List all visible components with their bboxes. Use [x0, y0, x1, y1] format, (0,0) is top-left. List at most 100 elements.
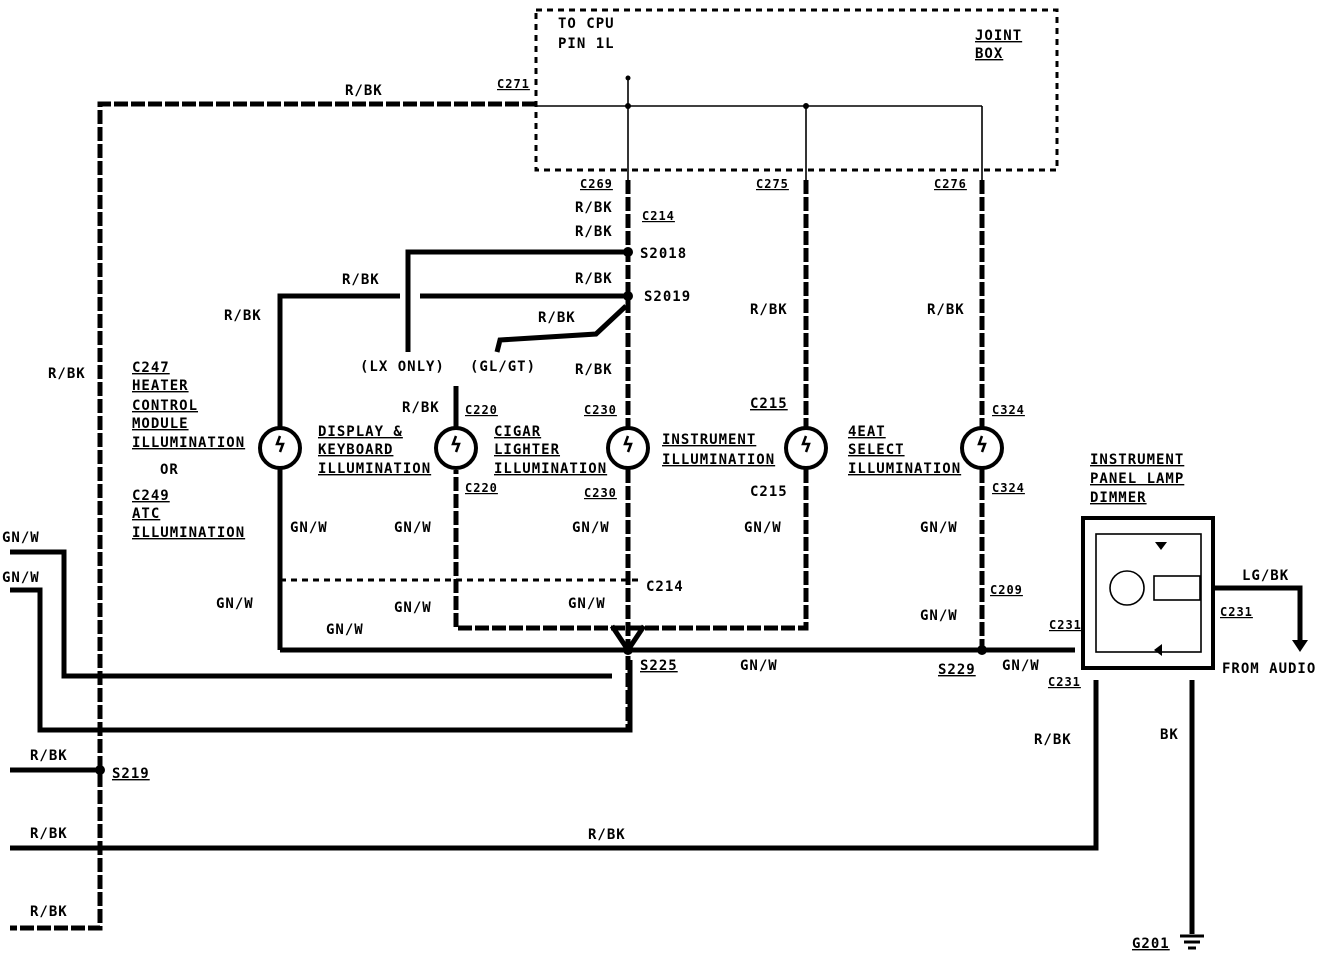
wire-label-gnw-12: GN/W [1002, 658, 1040, 674]
cpu-note-line2: PIN 1L [558, 36, 615, 52]
rbk-dimmer-feed [10, 680, 1099, 851]
display-label-1: DISPLAY & [318, 424, 403, 440]
connector-c231-a: C231 [1049, 618, 1082, 632]
select-label-3: ILLUMINATION [848, 461, 961, 477]
heater-label-2: HEATER [132, 378, 189, 394]
wire-label-gnw-8: GN/W [568, 596, 606, 612]
instrument-label-1: INSTRUMENT [662, 432, 756, 448]
connector-c230-bot: C230 [584, 486, 617, 500]
heater-label-4: MODULE [132, 416, 189, 432]
atc-label-3: ILLUMINATION [132, 525, 245, 541]
wire-label-rbk-upper: R/BK [342, 272, 380, 288]
cigar-label-2: LIGHTER [494, 442, 560, 458]
wire-label-lgbk: LG/BK [1242, 568, 1289, 584]
wire-label-rbk-c214: R/BK [575, 200, 613, 216]
bulb-icon [258, 426, 302, 470]
connector-c230-top: C230 [584, 403, 617, 417]
wire-label-bk: BK [1160, 727, 1179, 743]
lamp-select [960, 426, 1004, 470]
display-label-3: ILLUMINATION [318, 461, 431, 477]
atc-label-1: C249 [132, 488, 170, 504]
option-gl-gt: (GL/GT) [470, 359, 536, 375]
diode-bottom-icon [1154, 644, 1162, 656]
atc-label-2: ATC [132, 506, 160, 522]
dimmer-title-2: PANEL LAMP [1090, 471, 1184, 487]
cpu-note-line1: TO CPU [558, 16, 615, 32]
splice-s2019: S2019 [644, 289, 691, 305]
wire-label-gnw-left-1: GN/W [2, 530, 40, 546]
filament-icon [451, 435, 461, 453]
connector-c220-bot: C220 [465, 481, 498, 495]
heater-label-5: ILLUMINATION [132, 435, 245, 451]
splice-s229: S229 [938, 662, 976, 678]
wire-label-rbk-s2019: R/BK [575, 271, 613, 287]
wire-label-gnw-4: GN/W [744, 520, 782, 536]
wire-label-gnw-9: GN/W [326, 622, 364, 638]
center-column-feed: C269 R/BK C214 R/BK S2018 R/BK S2019 R/B… [575, 177, 691, 732]
splice-s225: S225 [640, 658, 678, 674]
bus-node-1 [625, 103, 631, 109]
wire-label-gnw-10: GN/W [920, 608, 958, 624]
joint-box: TO CPU PIN 1L JOINT BOX [534, 8, 1059, 180]
wire-label-gnw-6: GN/W [216, 596, 254, 612]
dimmer-title-3: DIMMER [1090, 490, 1147, 506]
bulb-icon [784, 426, 828, 470]
ground-g201: G201 [1132, 934, 1204, 952]
connector-c214-top: C214 [642, 209, 675, 223]
lgbk-audio-wire [1236, 585, 1303, 644]
splice-s219: S219 [112, 766, 150, 782]
connector-c231-c: C231 [1220, 605, 1253, 619]
connector-c271: C271 [497, 77, 530, 91]
lamp-or-label: OR [160, 462, 179, 478]
arrow-down-icon [1292, 640, 1308, 652]
diode-icon [1155, 542, 1167, 550]
lamp-labels: C247 HEATER CONTROL MODULE ILLUMINATION … [132, 360, 1025, 541]
splice-s225-dot [623, 645, 633, 655]
rbk-left-feeds: S219 R/BK R/BK R/BK R/BK R/BK [10, 680, 1099, 920]
heater-label-3: CONTROL [132, 398, 198, 414]
branch-lx-only [405, 249, 628, 352]
filament-icon [275, 435, 285, 453]
bulb-icon [960, 426, 1004, 470]
branch-gl-gt [494, 304, 628, 353]
wire-label-gnw-3: GN/W [572, 520, 610, 536]
instrument-label-2: ILLUMINATION [662, 452, 775, 468]
from-audio-label: FROM AUDIO [1222, 661, 1316, 677]
wire-label-gnw-2: GN/W [394, 520, 432, 536]
connector-c324-top: C324 [992, 403, 1025, 417]
bulb-icon [434, 426, 478, 470]
select-label-1: 4EAT [848, 424, 886, 440]
option-lx-only: (LX ONLY) [360, 359, 445, 375]
wire-label-rbk-s2018: R/BK [575, 224, 613, 240]
lamp-display [434, 426, 478, 470]
wire-label-rbk-s219: R/BK [30, 748, 68, 764]
branch-heater [277, 293, 400, 430]
rbk-left-trunk [10, 101, 536, 931]
wire-label-gnw-7: GN/W [394, 600, 432, 616]
gnw-ground-side: C214 S225 S229 C209 GN/W GN/W GN/W GN/W … [2, 520, 1075, 733]
connector-c209: C209 [990, 583, 1023, 597]
rheostat-icon [1109, 570, 1145, 606]
connector-c269: C269 [580, 177, 613, 191]
wire-label-rbk-dimmer: R/BK [1034, 732, 1072, 748]
gnw-left-lower [10, 587, 633, 733]
wire-label-rbk-cigar: R/BK [575, 362, 613, 378]
connector-c324-bot: C324 [992, 481, 1025, 495]
wire-label-rbk-display: R/BK [402, 400, 440, 416]
rbk-main-feed: C271 R/BK R/BK [10, 77, 536, 931]
heater-label-1: C247 [132, 360, 170, 376]
rbk-c275-column [453, 180, 809, 631]
filament-icon [801, 435, 811, 453]
lamp-heater [258, 426, 302, 650]
c276-feed: C276 R/BK [927, 177, 985, 650]
bulb-icon [606, 426, 650, 470]
wire-label-rbk-trunk: R/BK [48, 366, 86, 382]
wire-label-rbk-top: R/BK [345, 83, 383, 99]
cpu-pin-dot [625, 75, 631, 81]
gnw-left-upper [10, 549, 612, 679]
cigar-label-1: CIGAR [494, 424, 541, 440]
dimmer-box [1081, 516, 1215, 670]
joint-box-title-line1: JOINT [975, 28, 1022, 44]
ground-g201-label: G201 [1132, 936, 1170, 952]
